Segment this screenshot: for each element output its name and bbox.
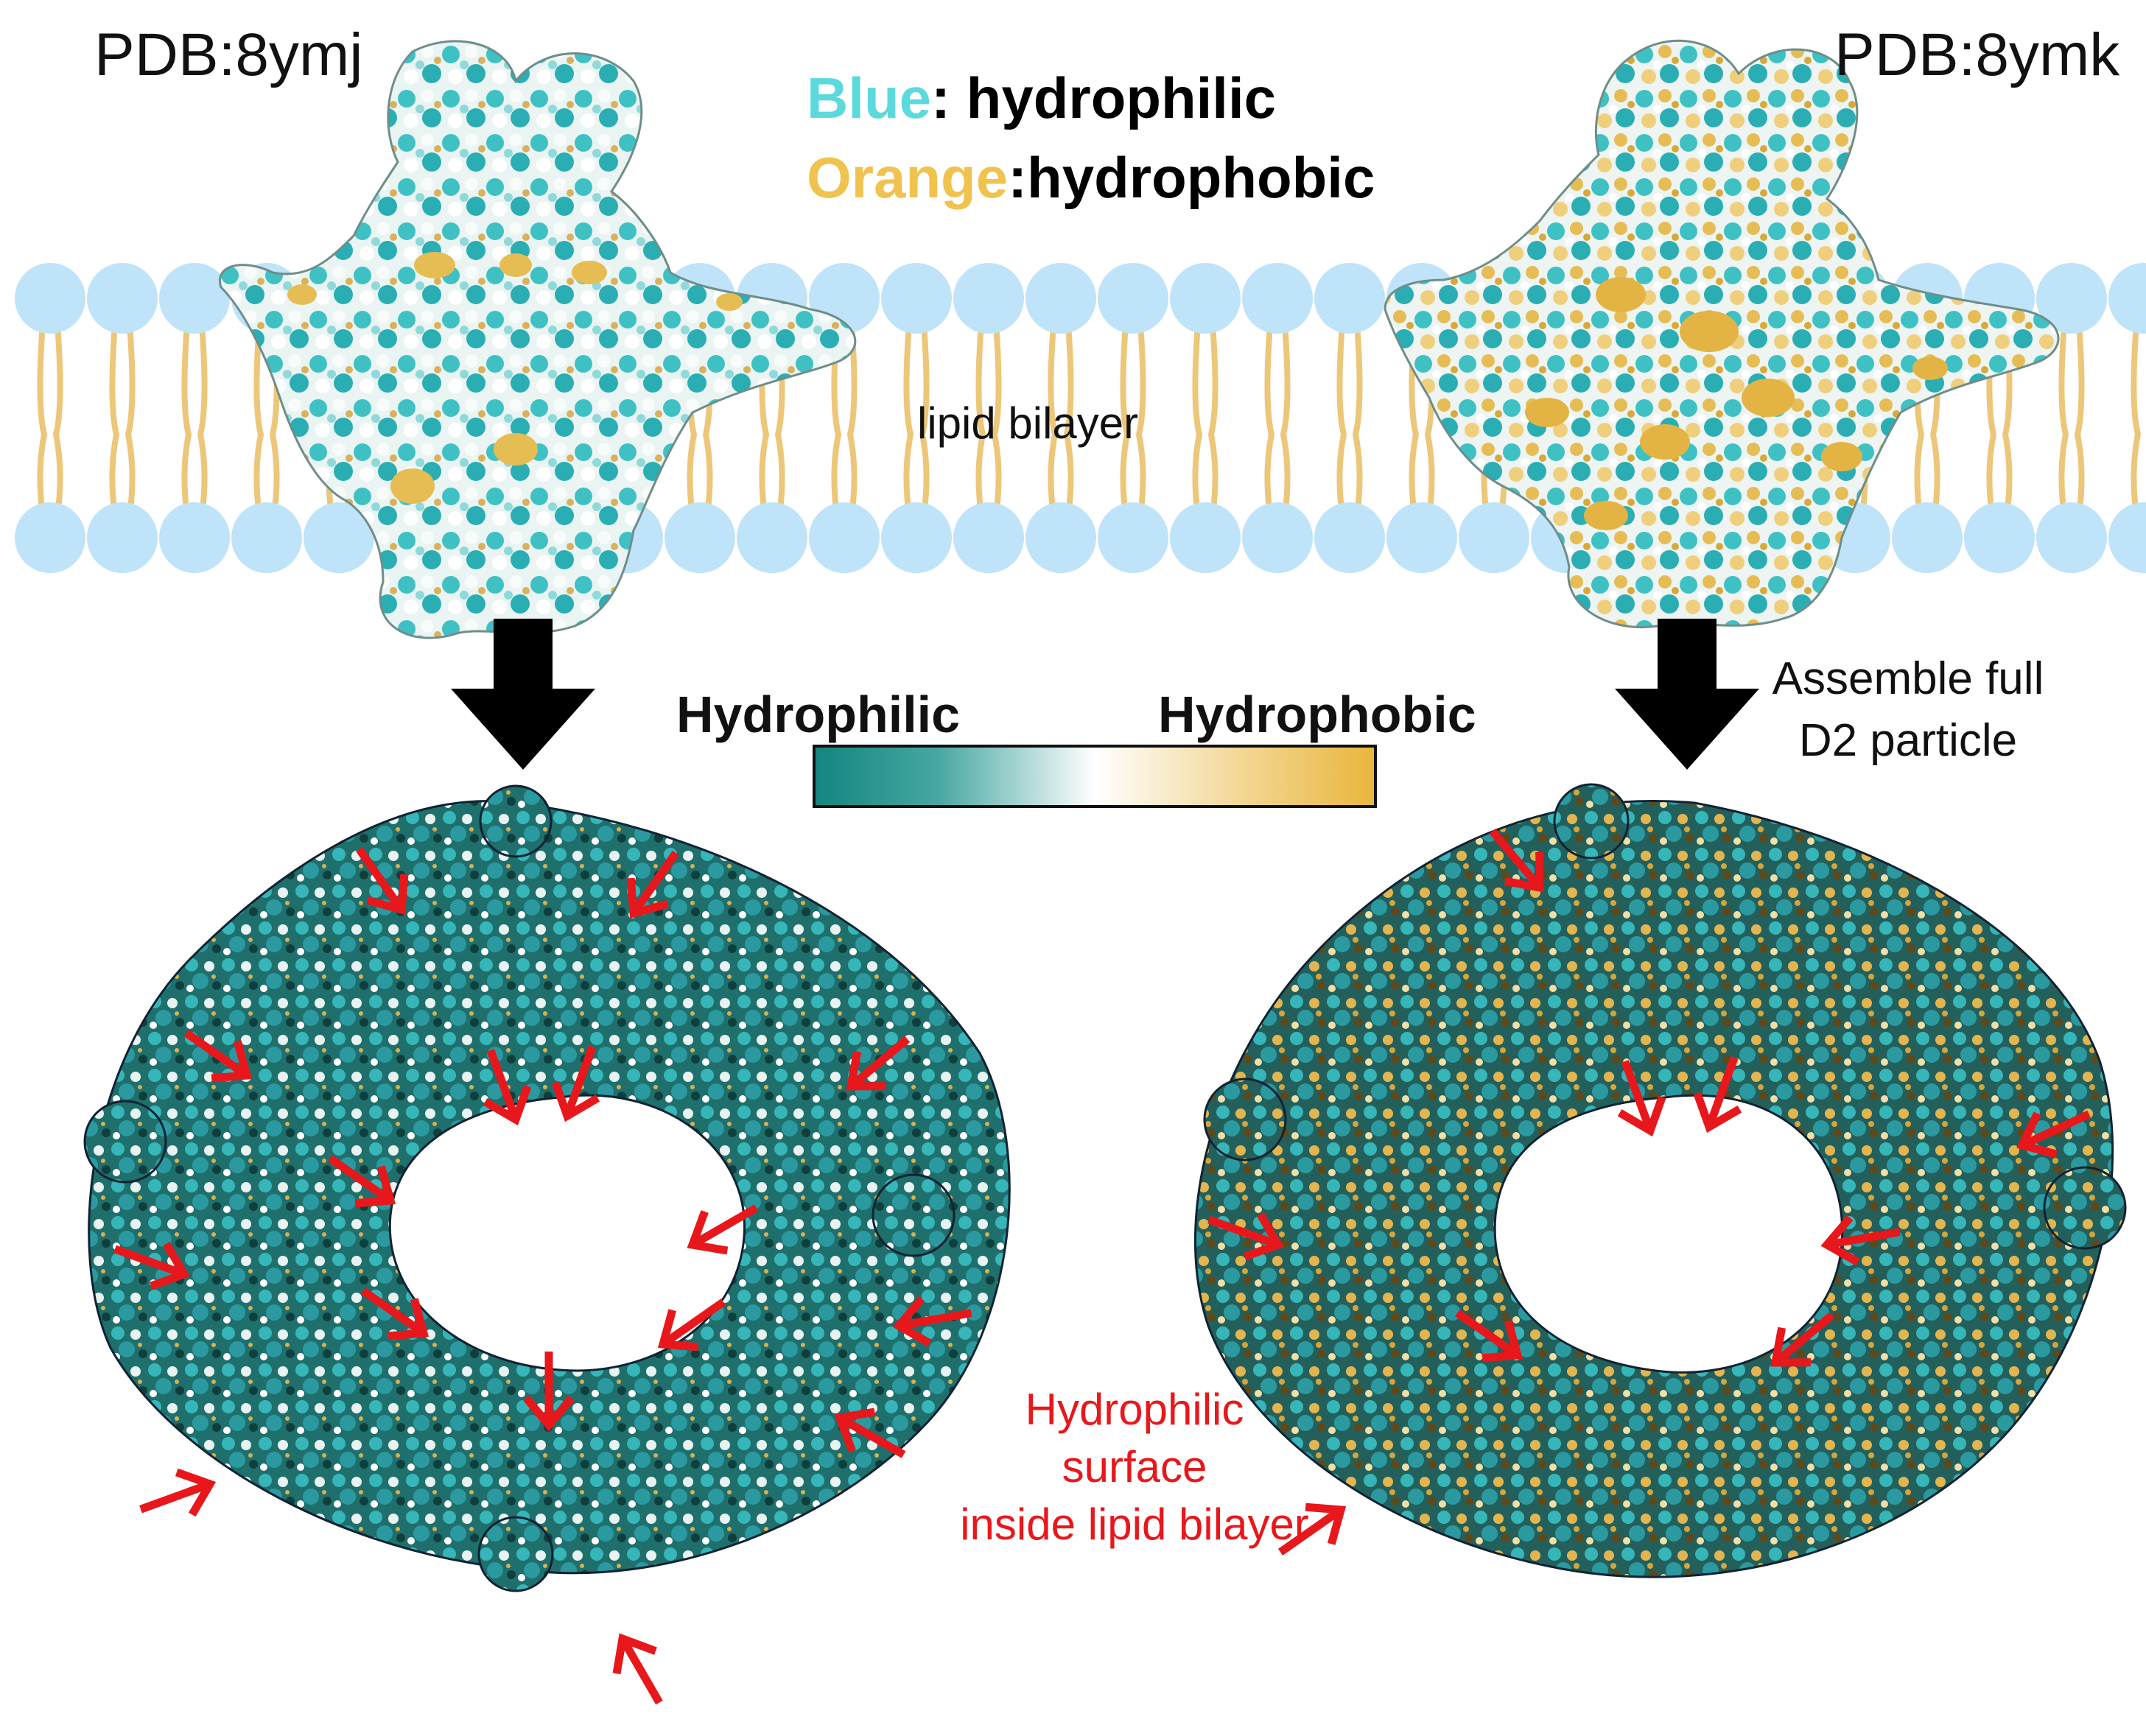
- red-pointer-arrow-icon: [1770, 1312, 1835, 1367]
- lipid-tail: [1264, 323, 1291, 516]
- lipid-tail: [2058, 323, 2085, 516]
- hydrophilic-note-line2: surface: [1062, 1442, 1207, 1491]
- legend-orange-text: :hydrophobic: [1008, 145, 1375, 210]
- lipid-head: [2108, 263, 2146, 334]
- pdb-label-right: PDB:8ymk: [1834, 21, 2120, 88]
- red-pointer-arrow-icon: [846, 1036, 911, 1091]
- lipid-head: [809, 502, 880, 573]
- red-pointer-arrow-icon: [356, 846, 409, 916]
- protein-8ymk-side-view: [1384, 39, 2060, 628]
- lipid-head: [2036, 502, 2107, 573]
- lipid-head: [1098, 502, 1168, 573]
- red-pointer-arrow-icon: [551, 1045, 600, 1122]
- lipid-tail: [831, 323, 858, 516]
- lipid-head: [1170, 263, 1241, 334]
- lipid-head: [953, 502, 1024, 573]
- lipid-head: [1314, 502, 1385, 573]
- hydrophilic-note-line3: inside lipid bilayer: [960, 1500, 1309, 1549]
- legend-blue-word: Blue: [807, 66, 932, 130]
- lipid-tail: [181, 323, 208, 516]
- lipid-tail: [2131, 323, 2142, 516]
- down-arrow-icon-left: [451, 619, 595, 770]
- protein-8ymj-side-view: [218, 40, 857, 639]
- red-pointer-arrow-icon: [892, 1296, 972, 1347]
- lipid-head: [15, 502, 85, 573]
- lipid-head: [953, 263, 1024, 334]
- hydrophilic-note: Hydrophilic surface inside lipid bilayer: [943, 1381, 1326, 1553]
- lipid-head: [231, 502, 302, 573]
- hydrophilic-surface-pointers: [113, 828, 2091, 1705]
- lipid-head: [1459, 502, 1529, 573]
- red-pointer-arrow-icon: [1820, 1215, 1901, 1266]
- lipid-head: [87, 263, 158, 334]
- red-pointer-arrow-icon: [1454, 1310, 1523, 1363]
- red-pointer-arrow-icon: [1277, 1503, 1347, 1556]
- assemble-caption-line1: Assemble full: [1772, 653, 2044, 704]
- lipid-head: [159, 502, 230, 573]
- red-pointer-arrow-icon: [626, 850, 679, 919]
- lipid-tail: [903, 323, 930, 516]
- lipid-head: [737, 502, 807, 573]
- lipid-tail: [1120, 323, 1146, 516]
- red-pointer-arrow-icon: [183, 1030, 253, 1083]
- lipid-head: [1892, 502, 1963, 573]
- legend-blue-text: : hydrophilic: [931, 66, 1277, 130]
- red-pointer-arrow-icon: [113, 1241, 191, 1290]
- lipid-head: [15, 263, 85, 334]
- lipid-head: [1098, 263, 1168, 334]
- lipid-head: [1025, 502, 1096, 573]
- lipid-tail: [1048, 323, 1074, 516]
- lipid-head: [1242, 502, 1313, 573]
- lipid-tail: [1192, 323, 1218, 516]
- lipid-tail: [37, 323, 63, 516]
- red-pointer-arrow-icon: [1617, 1060, 1666, 1137]
- red-pointer-arrow-icon: [612, 1633, 663, 1705]
- legend-orange: Orange:hydrophobic: [807, 144, 1375, 211]
- lipid-head: [881, 502, 952, 573]
- assemble-caption: Assemble full D2 particle: [1753, 648, 2063, 772]
- lipid-head: [1025, 263, 1096, 334]
- red-pointer-arrow-icon: [483, 1049, 532, 1126]
- lipid-tail: [1336, 323, 1363, 516]
- lipid-head: [665, 502, 735, 573]
- red-pointer-arrow-icon: [1693, 1056, 1742, 1134]
- red-pointer-arrow-icon: [1489, 828, 1544, 893]
- hydrophilic-note-line1: Hydrophilic: [1025, 1385, 1244, 1434]
- red-pointer-arrow-icon: [687, 1204, 759, 1255]
- assembled-particle-8ymk-top-view: [1194, 783, 2127, 1578]
- scale-label-hydrophilic: Hydrophilic: [676, 686, 961, 743]
- lipid-head: [1386, 502, 1457, 573]
- lipid-head: [1242, 263, 1313, 334]
- down-arrow-icon-right: [1615, 619, 1759, 770]
- lipid-head: [1314, 263, 1385, 334]
- red-pointer-arrow-icon: [523, 1352, 575, 1432]
- lipid-head: [1964, 502, 2035, 573]
- lipid-head: [881, 263, 952, 334]
- legend-orange-word: Orange: [807, 145, 1009, 210]
- legend-blue: Blue: hydrophilic: [807, 65, 1276, 132]
- lipid-head: [159, 263, 230, 334]
- lipid-tail: [975, 323, 1002, 516]
- lipid-head: [2108, 502, 2146, 573]
- assembled-particle-8ymj-top-view: [83, 784, 1011, 1592]
- assemble-caption-line2: D2 particle: [1798, 715, 2018, 766]
- lipid-head: [2036, 263, 2107, 334]
- scale-label-hydrophobic: Hydrophobic: [1158, 686, 1476, 743]
- red-pointer-arrow-icon: [834, 1408, 906, 1458]
- red-pointer-arrow-icon: [327, 1155, 396, 1208]
- red-pointer-arrow-icon: [360, 1287, 429, 1340]
- red-pointer-arrow-icon: [1207, 1212, 1285, 1261]
- hydrophobicity-scale-bar: [813, 745, 1377, 808]
- red-pointer-arrow-icon: [2016, 1110, 2091, 1159]
- red-pointer-arrow-icon: [139, 1468, 217, 1517]
- lipid-head: [87, 502, 158, 573]
- lipid-head: [1170, 502, 1241, 573]
- lipid-tail: [109, 323, 136, 516]
- pdb-label-left: PDB:8ymj: [94, 21, 363, 88]
- red-pointer-arrow-icon: [657, 1299, 726, 1352]
- lipid-bilayer-label: lipid bilayer: [917, 398, 1139, 448]
- lipid-head: [304, 502, 374, 573]
